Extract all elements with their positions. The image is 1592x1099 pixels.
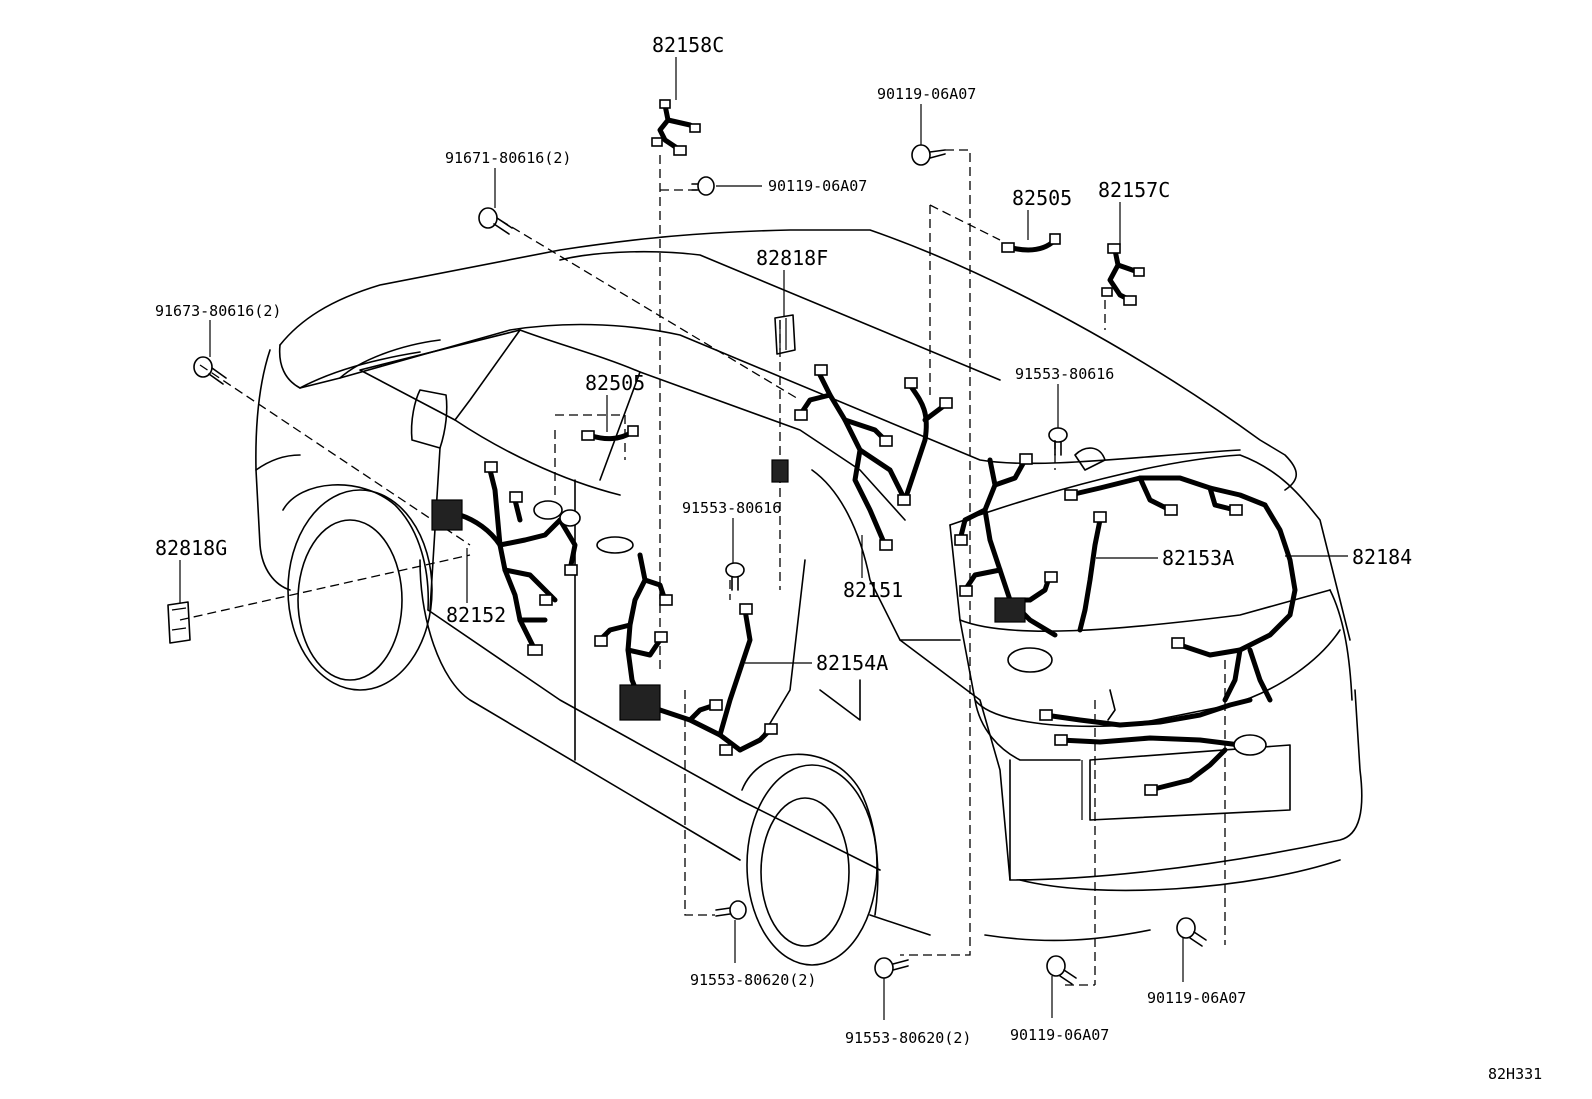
harness-82505-door: [581, 425, 639, 442]
ecu-82818G: [167, 601, 191, 644]
label-82157C: 82157C: [1098, 178, 1170, 202]
label-91671-80616: 91671-80616(2): [445, 149, 571, 167]
bolt-90119-mid: [691, 176, 715, 196]
leader-lines: [179, 57, 1348, 1020]
diagram-reference-code: 82H331: [1488, 1065, 1542, 1083]
label-90119-06A07-bottom-mid: 90119-06A07: [1010, 1026, 1109, 1044]
harness-82157C: [1101, 243, 1145, 306]
harness-82158C: [651, 99, 701, 156]
label-82818F: 82818F: [756, 246, 828, 270]
label-82153A: 82153A: [1162, 546, 1234, 570]
harness-82151: [771, 364, 953, 551]
label-90119-06A07-mid: 90119-06A07: [768, 177, 867, 195]
label-91553-80616-center: 91553-80616: [682, 499, 781, 517]
bolt-91671: [478, 207, 513, 235]
harness-82153A: [954, 447, 1107, 673]
installation-guide-lines: [179, 149, 1226, 986]
bolt-91553-80616-center: [725, 562, 745, 591]
vehicle-body-outline: [255, 229, 1363, 966]
harness-82152: [431, 461, 581, 656]
label-82818G: 82818G: [155, 536, 227, 560]
label-90119-06A07-top: 90119-06A07: [877, 85, 976, 103]
bolt-91673: [193, 356, 227, 385]
harness-82505-roof: [1001, 233, 1061, 253]
bolt-91553-80620-left: [715, 900, 747, 920]
bolt-90119-bottom-mid: [1046, 955, 1077, 985]
bolt-90119-top: [911, 144, 946, 166]
label-91673-80616: 91673-80616(2): [155, 302, 281, 320]
bolt-91553-80620-mid: [874, 957, 909, 979]
label-82154A: 82154A: [816, 651, 888, 675]
label-91553-80620-left: 91553-80620(2): [690, 971, 816, 989]
part-labels: 82158C 90119-06A07 90119-06A07 91671-806…: [155, 33, 1542, 1083]
label-91553-80620-mid: 91553-80620(2): [845, 1029, 971, 1047]
harness-82184: [1039, 475, 1298, 796]
label-82505-roof: 82505: [1012, 186, 1072, 210]
bolt-91553-80616-right: [1048, 427, 1068, 456]
ecu-82818F: [774, 314, 796, 355]
label-82184: 82184: [1352, 545, 1412, 569]
label-82505-door: 82505: [585, 371, 645, 395]
label-82152: 82152: [446, 603, 506, 627]
bolt-90119-bottom-right: [1176, 917, 1207, 947]
label-82151: 82151: [843, 578, 903, 602]
label-90119-06A07-bottom-right: 90119-06A07: [1147, 989, 1246, 1007]
label-91553-80616-right: 91553-80616: [1015, 365, 1114, 383]
label-82158C: 82158C: [652, 33, 724, 57]
harness-82154A: [594, 536, 778, 756]
